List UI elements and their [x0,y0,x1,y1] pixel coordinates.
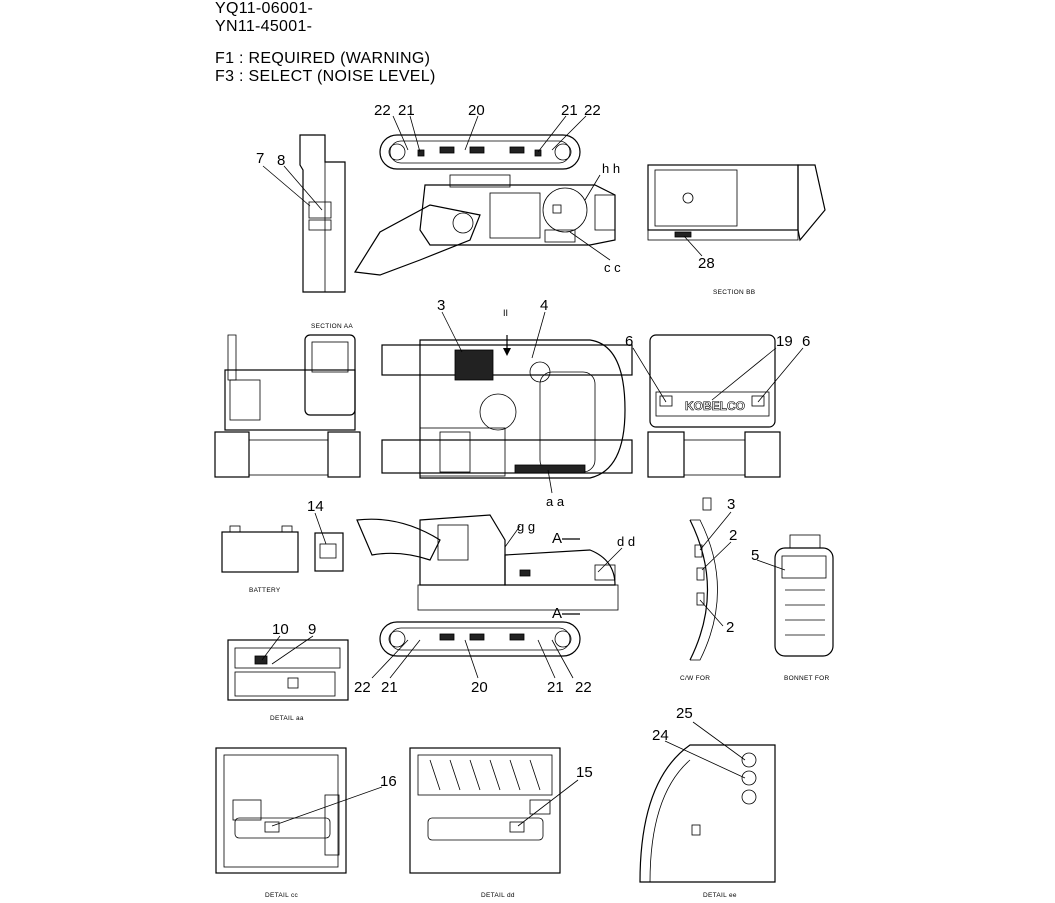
serial-number-2: YN11-45001- [215,18,313,35]
callout-2-upper: 2 [729,527,737,544]
serial-number-1: YQ11-06001- [215,0,314,17]
callout-24: 24 [652,727,669,744]
callout-16: 16 [380,773,397,790]
detail-aa-view [227,639,349,701]
caption-section-aa: SECTION AA [311,323,353,330]
callout-22-bottom-left: 22 [354,679,371,696]
callout-5: 5 [751,547,759,564]
detail-ee-view [639,744,776,883]
caption-bonnet-for: BONNET FOR [784,675,830,682]
rear-view: KOBELCO [647,334,781,478]
excavator-side-view [356,514,619,611]
callout-28: 28 [698,255,715,272]
callout-9: 9 [308,621,316,638]
caption-detail-dd: DETAIL dd [481,892,515,899]
callout-14: 14 [307,498,324,515]
caption-section-bb: SECTION BB [713,289,755,296]
callout-gg: g g [517,519,535,534]
callout-15: 15 [576,764,593,781]
section-arrow-a-bottom: A [552,605,562,622]
callout-22-top-right: 22 [584,102,601,119]
detail-dd-view [409,747,561,874]
callout-6-right: 6 [802,333,810,350]
callout-dd: d d [617,534,635,549]
callout-8: 8 [277,152,285,169]
callout-cc: c c [604,260,621,275]
main-top-view [381,335,633,479]
callout-21-bottom-left: 21 [381,679,398,696]
callout-aa: a a [546,494,565,509]
upper-structure-top-view [353,174,616,276]
callout-7: 7 [256,150,264,167]
battery-view [221,525,344,573]
caption-detail-aa: DETAIL aa [270,715,304,722]
callout-6-left: 6 [625,333,633,350]
callout-3-main: 3 [437,297,445,314]
callout-10: 10 [272,621,289,638]
callout-hh: h h [602,161,620,176]
callout-21-bottom-right: 21 [547,679,564,696]
callout-25: 25 [676,705,693,722]
detail-cc-view [215,747,347,874]
counterweight-view [689,497,718,661]
side-panel-view [299,134,346,293]
callout-3-cw: 3 [727,496,735,513]
caption-detail-cc: DETAIL cc [265,892,298,899]
callout-4: 4 [540,297,548,314]
callout-21-top-left: 21 [398,102,415,119]
legend-select: F3 : SELECT (NOISE LEVEL) [215,68,436,85]
callout-19: 19 [776,333,793,350]
callout-22-bottom-right: 22 [575,679,592,696]
caption-detail-ee: DETAIL ee [703,892,737,899]
section-arrow-a-top: A [552,530,562,547]
bonnet-view [774,534,834,657]
callout-2-lower: 2 [726,619,734,636]
caption-cw-for: C/W FOR [680,675,710,682]
brand-logo: KOBELCO [685,399,745,413]
bottom-track-view [379,621,581,657]
top-track-view [379,134,581,170]
callout-21-top-right: 21 [561,102,578,119]
callout-22-top-left: 22 [374,102,391,119]
legend-required: F1 : REQUIRED (WARNING) [215,50,431,67]
section-aa-view [214,334,361,478]
callout-20-top: 20 [468,102,485,119]
caption-battery: BATTERY [249,587,281,594]
callout-ii: II [503,308,508,318]
section-bb-view [647,164,826,242]
callout-20-bottom: 20 [471,679,488,696]
